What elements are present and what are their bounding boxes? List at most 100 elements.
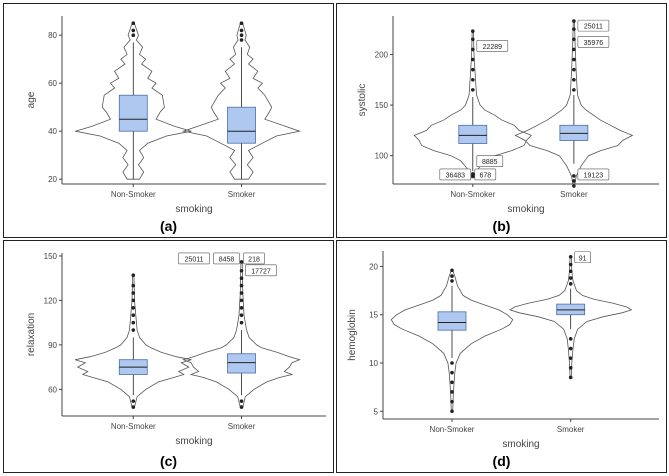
outlier-point <box>572 57 576 62</box>
annotation-box <box>577 168 610 181</box>
outlier-point <box>572 19 576 23</box>
outlier-point <box>572 47 576 52</box>
annotation-label: 36483 <box>446 172 466 179</box>
caption-c: (c) <box>159 453 178 469</box>
outlier-point <box>568 366 573 370</box>
annotation-label: 22289 <box>483 44 503 51</box>
outlier-point <box>450 399 454 404</box>
outlier-point <box>450 409 454 414</box>
outlier-point <box>131 21 136 26</box>
annotation-box <box>213 252 240 265</box>
outlier-point <box>572 184 576 188</box>
annotation-box <box>476 155 504 168</box>
outlier-point <box>239 268 244 273</box>
outlier-point <box>471 172 475 176</box>
y-tick-label: 5 <box>374 407 379 416</box>
x-tick-label: Smoker <box>560 190 588 199</box>
outlier-point <box>239 38 244 42</box>
annotation-box <box>577 19 610 32</box>
x-tick-label: Smoker <box>228 422 256 431</box>
outlier-point <box>131 298 136 303</box>
outlier-point <box>572 27 576 31</box>
x-axis-title: smoking <box>175 436 212 447</box>
y-tick-label: 10 <box>369 359 378 368</box>
y-axis-title: age <box>26 91 37 108</box>
annotation-box <box>574 251 591 264</box>
annotation-label: 8458 <box>219 256 235 263</box>
y-tick-label: 60 <box>48 79 57 88</box>
x-tick-label: Non-Smoker <box>111 422 156 431</box>
x-axis-title: smoking <box>502 439 539 450</box>
outlier-point <box>239 313 244 318</box>
caption-d: (d) <box>492 453 511 469</box>
outlier-point <box>471 67 475 72</box>
x-axis-title: smoking <box>507 204 544 215</box>
caption-b: (b) <box>492 218 511 234</box>
annotation-box <box>577 36 610 48</box>
annotation-label: 678 <box>479 172 491 179</box>
annotation-label: 218 <box>248 256 260 263</box>
annotation-label: 35976 <box>584 40 604 47</box>
outlier-point <box>450 370 454 375</box>
outlier-point <box>572 67 576 72</box>
outlier-point <box>450 390 454 394</box>
y-tick-label: 120 <box>44 296 58 305</box>
y-tick-label: 90 <box>48 341 57 350</box>
outlier-point <box>572 88 576 92</box>
outlier-point <box>131 328 136 332</box>
box-smoker <box>227 106 256 144</box>
y-tick-label: 60 <box>48 385 57 394</box>
y-tick-label: 150 <box>44 252 58 261</box>
outlier-point <box>450 279 454 283</box>
x-axis-title: smoking <box>175 204 212 215</box>
outlier-point <box>239 405 244 409</box>
outlier-point <box>131 33 136 37</box>
outlier-point <box>239 283 244 288</box>
y-axis-title: systolic <box>357 84 368 117</box>
x-tick-label: Non-Smoker <box>430 425 475 434</box>
outlier-point <box>131 291 136 295</box>
outlier-point <box>131 320 136 325</box>
annotation-box <box>439 168 472 181</box>
x-tick-label: Non-Smoker <box>111 190 156 199</box>
box-smoker <box>559 124 589 141</box>
annotation-label: 19123 <box>584 172 604 179</box>
outlier-point <box>568 375 573 380</box>
y-tick-label: 40 <box>48 127 57 136</box>
outlier-point <box>568 337 573 341</box>
outlier-point <box>239 33 244 37</box>
outlier-point <box>239 320 244 325</box>
outlier-point <box>572 179 576 183</box>
outlier-point <box>450 380 454 385</box>
outlier-point <box>239 21 244 26</box>
y-tick-label: 150 <box>375 101 389 110</box>
outlier-point <box>568 254 573 259</box>
box-smoker <box>227 353 256 374</box>
y-axis-title: hemoglobin <box>347 309 358 361</box>
outlier-point <box>471 37 475 42</box>
y-tick-label: 20 <box>48 175 57 184</box>
annotation-label: 17727 <box>251 268 271 275</box>
outlier-point <box>471 57 475 62</box>
outlier-point <box>239 399 244 403</box>
x-tick-label: Smoker <box>228 190 256 199</box>
outlier-point <box>572 174 576 178</box>
y-tick-label: 80 <box>48 31 57 40</box>
outlier-point <box>131 283 136 288</box>
outlier-point <box>239 298 244 303</box>
outlier-point <box>131 306 136 310</box>
outlier-point <box>450 274 454 278</box>
annotation-box <box>178 252 210 265</box>
outlier-point <box>450 361 454 365</box>
outlier-point <box>568 262 573 267</box>
outlier-point <box>471 29 475 33</box>
annotation-label: 91 <box>579 255 587 262</box>
outlier-point <box>239 291 244 295</box>
annotation-label: 25011 <box>185 256 204 263</box>
box-non-smoker <box>437 311 467 331</box>
annotation-label: 25011 <box>584 24 603 31</box>
